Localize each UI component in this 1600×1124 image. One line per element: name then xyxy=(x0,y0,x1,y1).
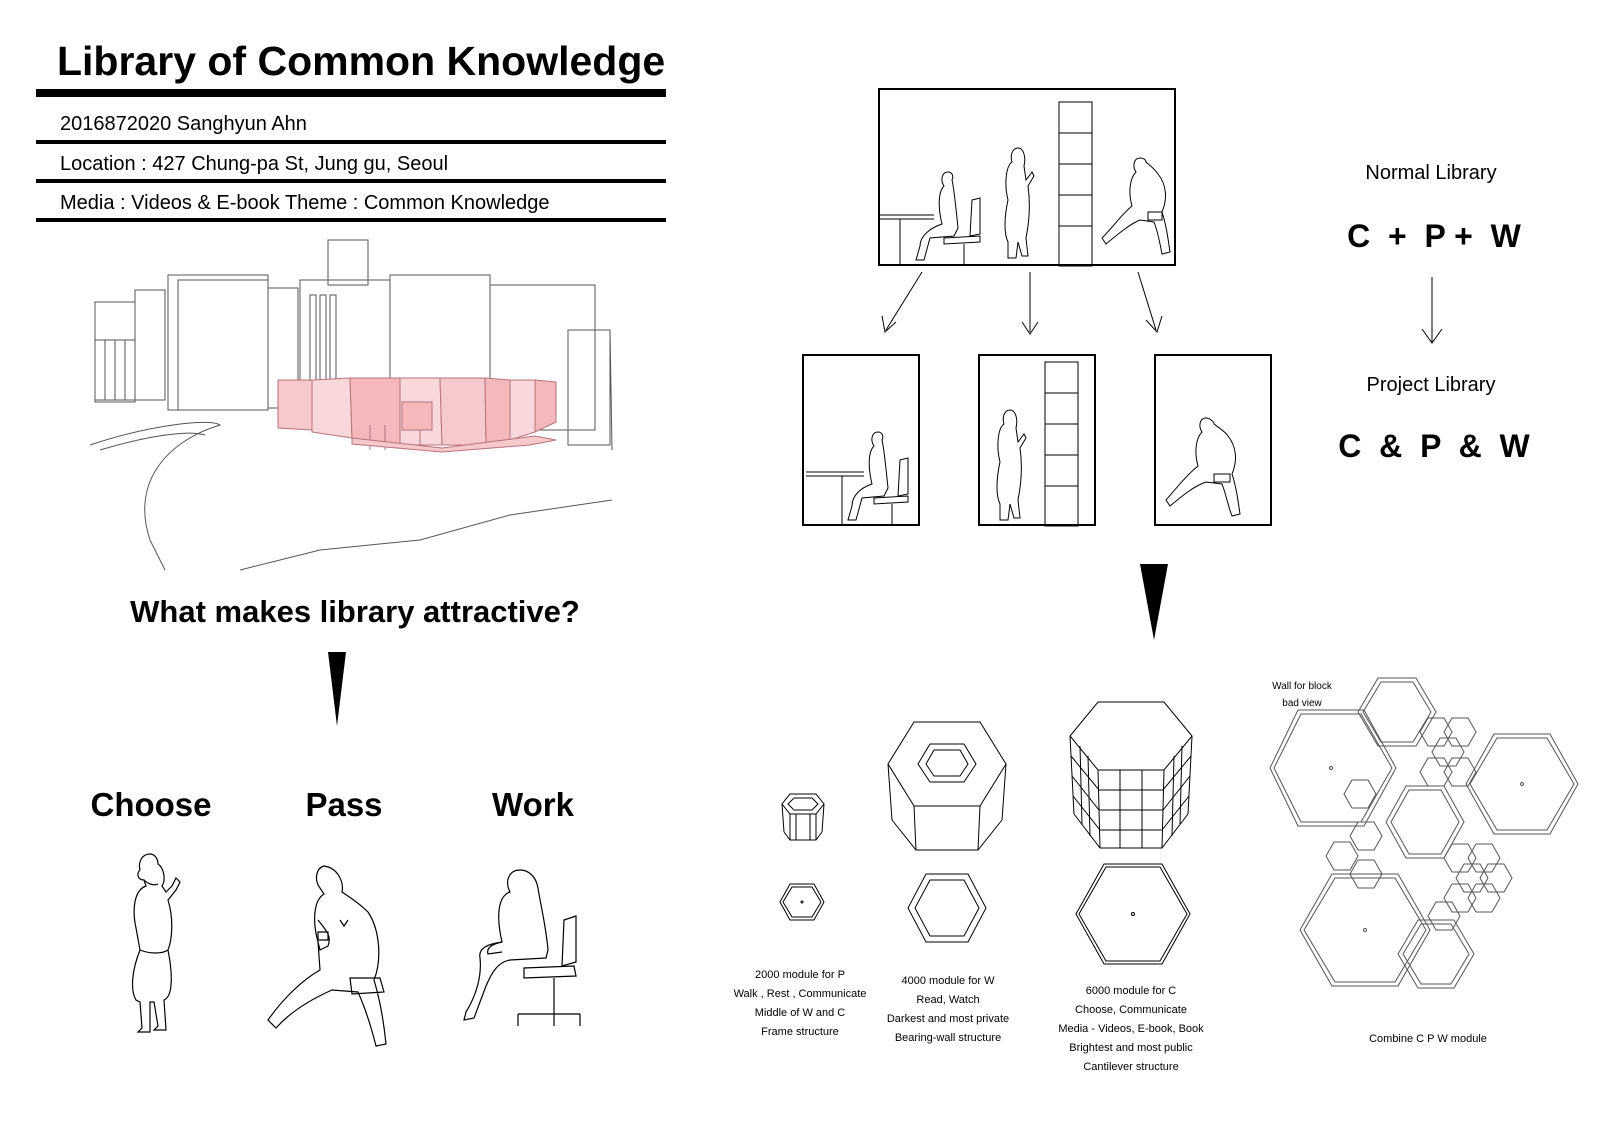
question-heading: What makes library attractive? xyxy=(130,594,580,629)
wall-note: Wall for block bad view xyxy=(1272,681,1332,709)
combined-module-plan xyxy=(1268,676,1584,1006)
student-info: 2016872020 Sanghyun Ahn xyxy=(60,113,307,135)
location-info: Location : 427 Chung-pa St, Jung gu, Seo… xyxy=(60,153,449,175)
down-arrow-icon xyxy=(328,652,346,726)
choose-frame-drawing xyxy=(978,354,1096,526)
combined-scene-drawing xyxy=(878,88,1178,268)
module-6000-3d-drawing xyxy=(1068,700,1194,849)
divider xyxy=(36,140,666,144)
project-library-formula: C & P & W xyxy=(1338,428,1530,464)
module-6000-plan-drawing xyxy=(1074,862,1192,966)
work-frame-drawing xyxy=(802,354,920,526)
combine-caption: Combine C P W module xyxy=(1369,1033,1487,1045)
sitting-woman-figure xyxy=(458,866,588,1036)
activity-choose-label: Choose xyxy=(90,786,212,823)
site-perspective-drawing xyxy=(90,240,630,580)
activity-work-label: Work xyxy=(492,786,574,823)
normal-library-formula: C + P + W xyxy=(1347,218,1521,254)
module-4000-caption: 4000 module for W Read, Watch Darkest an… xyxy=(886,975,1010,1044)
module-6000-caption: 6000 module for C Choose, Communicate Me… xyxy=(1058,985,1204,1073)
branch-arrows xyxy=(881,270,1163,335)
pass-frame-drawing xyxy=(1154,354,1272,526)
standing-woman-figure xyxy=(118,850,198,1040)
activity-pass-label: Pass xyxy=(305,786,383,823)
walking-man-figure xyxy=(262,860,412,1050)
normal-library-label: Normal Library xyxy=(1365,162,1497,184)
page-title: Library of Common Knowledge xyxy=(57,38,666,84)
divider xyxy=(36,179,666,183)
module-2000-plan-drawing xyxy=(778,882,826,922)
media-theme-info: Media : Videos & E-book Theme : Common K… xyxy=(60,192,550,214)
module-2000-3d-drawing xyxy=(780,792,826,841)
down-arrow-icon xyxy=(1140,564,1168,640)
title-rule xyxy=(36,89,666,97)
module-4000-3d-drawing xyxy=(886,720,1008,851)
project-library-label: Project Library xyxy=(1366,374,1496,396)
module-4000-plan-drawing xyxy=(906,872,988,944)
comparison-arrow-icon xyxy=(1421,277,1443,344)
module-2000-caption: 2000 module for P Walk , Rest , Communic… xyxy=(733,969,867,1038)
divider xyxy=(36,218,666,222)
